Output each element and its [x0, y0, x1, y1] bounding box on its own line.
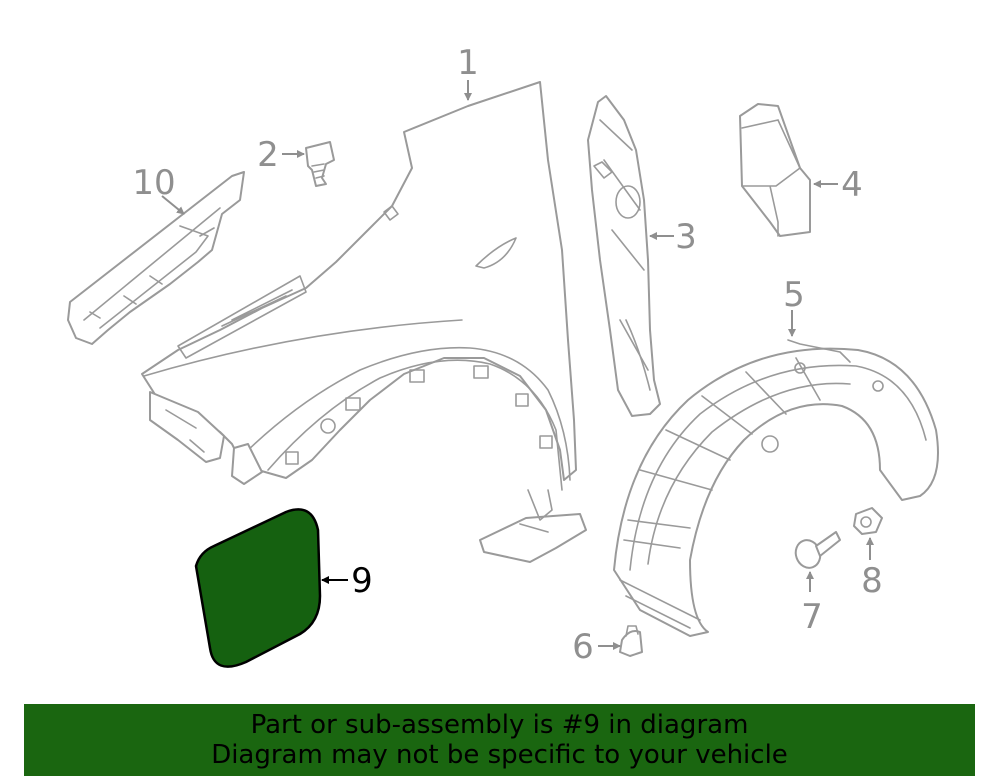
callout-3[interactable]: 3: [675, 217, 697, 257]
part-6-clip[interactable]: [619, 625, 643, 657]
callout-9[interactable]: 9: [351, 561, 373, 601]
part-8-nut-clip[interactable]: [853, 507, 883, 535]
part-3-insulator[interactable]: [587, 95, 661, 417]
callout-2[interactable]: 2: [257, 135, 279, 175]
part-10-fender-bracket[interactable]: [67, 171, 245, 345]
callout-1[interactable]: 1: [457, 43, 479, 83]
part-4-seal[interactable]: [739, 103, 811, 237]
part-9-highlighted[interactable]: [194, 508, 322, 668]
callout-6[interactable]: 6: [572, 627, 594, 667]
callout-5[interactable]: 5: [783, 275, 805, 315]
callout-4[interactable]: 4: [841, 165, 863, 205]
info-banner: Part or sub-assembly is #9 in diagram Di…: [24, 704, 975, 776]
part-7-push-rivet[interactable]: [792, 531, 841, 571]
callout-7[interactable]: 7: [801, 597, 823, 637]
callout-8[interactable]: 8: [861, 561, 883, 601]
banner-line-1: Part or sub-assembly is #9 in diagram: [250, 710, 749, 740]
part-5-wheel-liner[interactable]: [613, 339, 939, 637]
leader-lines: [161, 80, 874, 650]
callout-10[interactable]: 10: [132, 163, 175, 203]
part-1-front-fender[interactable]: [141, 81, 587, 563]
banner-line-2: Diagram may not be specific to your vehi…: [211, 740, 788, 770]
part-2-bolt[interactable]: [305, 141, 335, 187]
